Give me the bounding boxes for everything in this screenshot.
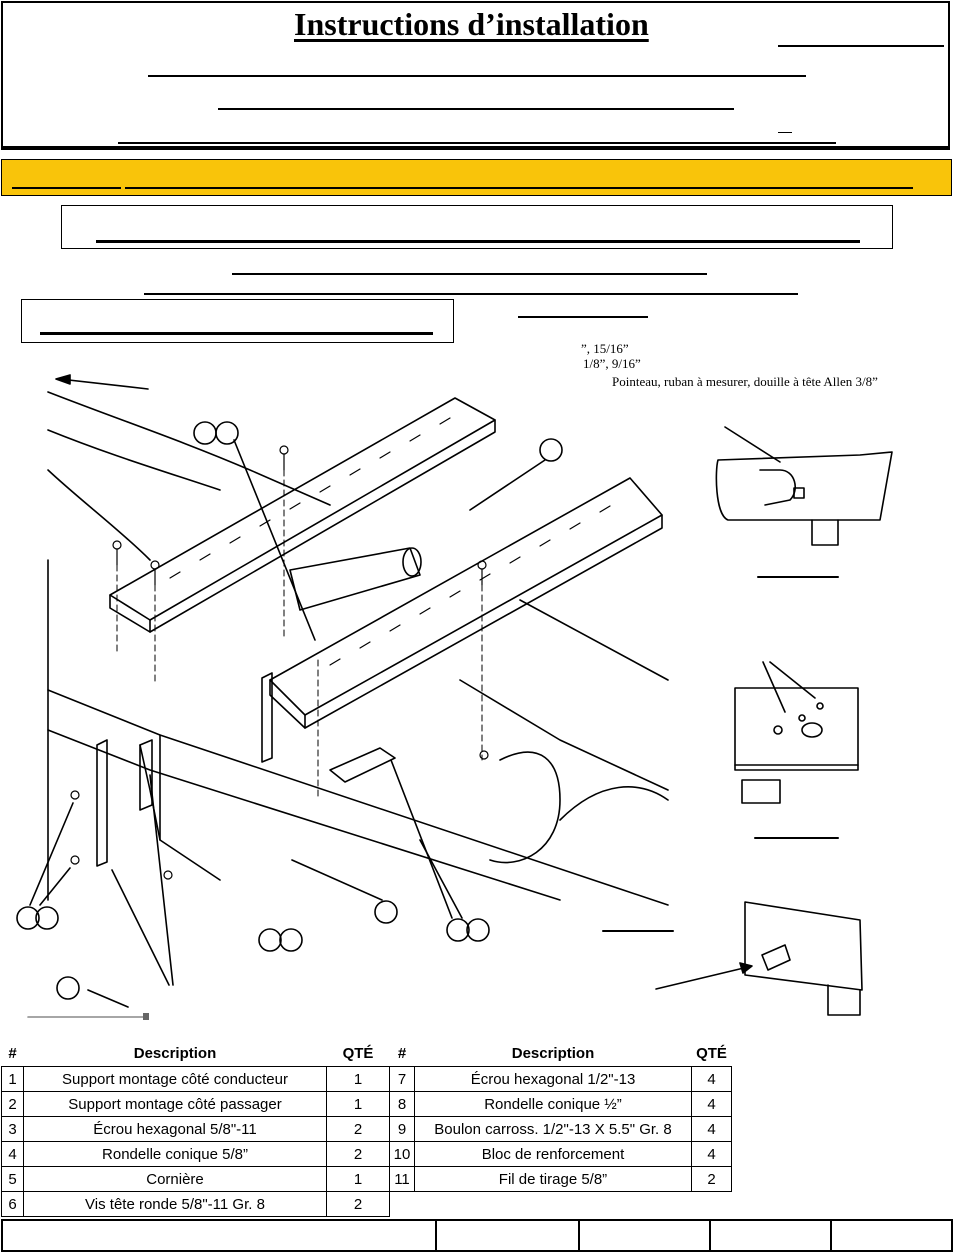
part-qty [692,1192,732,1217]
part-qty: 4 [691,1066,732,1092]
part-num: 9 [389,1116,415,1142]
table-row: 2 Support montage côté passager 1 8 Rond… [1,1091,732,1117]
left-note-box [21,299,454,343]
tools-line-3: Pointeau, ruban à mesurer, douille à têt… [612,374,878,389]
footer-cell [437,1221,580,1250]
part-qty: 4 [691,1141,732,1167]
part-qty: 2 [691,1166,732,1192]
banner-rule-2 [125,187,913,189]
banner-rule-1 [12,187,121,189]
part-desc: Support montage côté conducteur [23,1066,327,1092]
col-num-header: # [8,1044,17,1062]
part-num: 2 [1,1091,24,1117]
header-rule-2 [148,75,806,77]
part-qty: 4 [691,1091,732,1117]
warning-banner [1,159,952,196]
part-desc: Rondelle conique ½” [414,1091,692,1117]
header-rule-3 [218,108,734,110]
part-num: 10 [389,1141,415,1167]
part-desc: Écrou hexagonal 5/8"-11 [23,1116,327,1142]
col-qty-header: QTÉ [342,1044,374,1062]
parts-table: # Description QTÉ # Description QTÉ 1 Su… [1,1040,732,1217]
table-row: 1 Support montage côté conducteur 1 7 Éc… [1,1066,732,1092]
part-desc: Rondelle conique 5/8” [23,1141,327,1167]
tools-line-2: 1/8”, 9/16” [583,356,641,371]
part-qty: 1 [326,1066,390,1092]
sub-rule-2 [144,293,798,295]
part-desc: Bloc de renforcement [414,1141,692,1167]
table-row: 3 Écrou hexagonal 5/8"-11 2 9 Boulon car… [1,1116,732,1142]
table-row: 4 Rondelle conique 5/8” 2 10 Bloc de ren… [1,1141,732,1167]
part-num: 7 [389,1066,415,1092]
footer-bar [1,1219,953,1252]
part-desc: Vis tête ronde 5/8"-11 Gr. 8 [23,1191,327,1217]
part-num [390,1192,415,1217]
col-description-header: Description [133,1044,217,1062]
part-num: 4 [1,1141,24,1167]
part-qty: 1 [326,1166,390,1192]
footer-cell [711,1221,832,1250]
left-note-rule [40,332,433,335]
part-num: 3 [1,1116,24,1142]
part-qty: 2 [326,1141,390,1167]
part-desc [415,1192,692,1217]
installation-diagram [16,374,893,1020]
part-desc: Support montage côté passager [23,1091,327,1117]
col-description2-header: Description [511,1044,595,1062]
header-rule-4 [118,142,836,144]
part-num: 11 [389,1166,415,1192]
part-qty: 2 [326,1191,390,1217]
header-box [1,1,950,150]
part-num: 5 [1,1166,24,1192]
part-desc: Écrou hexagonal 1/2"-13 [414,1066,692,1092]
part-qty: 2 [326,1116,390,1142]
part-desc: Fil de tirage 5/8” [414,1166,692,1192]
footer-cell [3,1221,437,1250]
tools-rule [518,316,648,318]
part-desc: Boulon carross. 1/2"-13 X 5.5" Gr. 8 [414,1116,692,1142]
page-title: Instructions d’installation [294,6,649,42]
footer-cell [832,1221,951,1250]
note-rule [96,240,860,243]
part-num: 8 [389,1091,415,1117]
footer-cell [580,1221,711,1250]
col-qty2-header: QTÉ [696,1044,727,1062]
part-num: 6 [1,1191,24,1217]
part-num: 1 [1,1066,24,1092]
tools-line-1: ”, 15/16” [581,341,629,356]
table-row: 5 Cornière 1 11 Fil de tirage 5/8” 2 [1,1166,732,1192]
table-row: 6 Vis tête ronde 5/8"-11 Gr. 8 2 [1,1191,732,1217]
part-desc: Cornière [23,1166,327,1192]
part-qty: 4 [691,1116,732,1142]
header-rule-1 [778,45,944,47]
part-qty: 1 [326,1091,390,1117]
parts-table-header-row: # Description QTÉ # Description QTÉ [2,1040,732,1067]
sub-rule-1 [232,273,707,275]
col-num2-header: # [397,1044,407,1062]
header-rule-5 [778,132,792,133]
